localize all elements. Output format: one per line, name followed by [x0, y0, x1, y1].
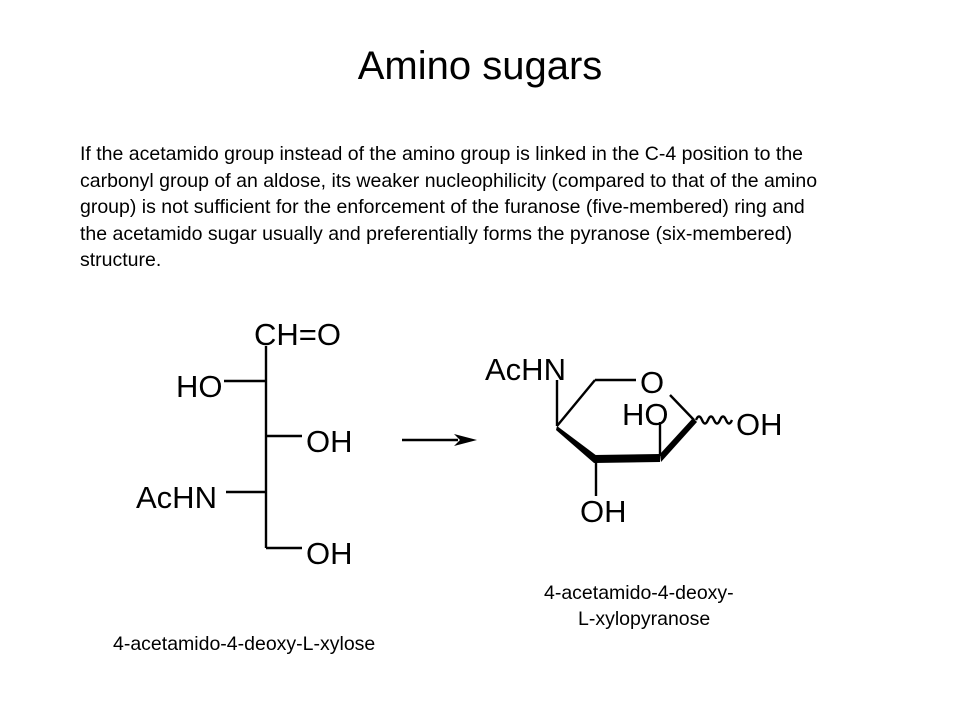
pyranose-achn-label: AcHN	[485, 352, 566, 387]
body-paragraph: If the acetamido group instead of the am…	[80, 143, 818, 271]
pyranose-structure: AcHN O HO OH OH 4-acetamido-4-deoxy- L-x…	[485, 352, 783, 630]
slide-title: Amino sugars	[357, 44, 603, 88]
open-chain-structure: CH=O HO OH AcHN OH 4-acetamido-4-deoxy-L…	[113, 317, 375, 655]
c3-oh-label: OH	[306, 424, 353, 459]
reaction-arrow	[402, 434, 477, 446]
ring-bond-c4-c3-bold	[556, 426, 597, 463]
arrow-head	[454, 434, 477, 446]
pyranose-name-line1: 4-acetamido-4-deoxy-	[544, 582, 734, 604]
ring-oxygen-label: O	[640, 365, 664, 400]
aldehyde-label: CH=O	[254, 317, 341, 352]
ring-bond-o-c1	[669, 394, 695, 421]
anomeric-oh-label: OH	[736, 407, 783, 442]
ring-bond-c3-c2-bold	[594, 454, 660, 463]
c5-oh-label: OH	[306, 536, 353, 571]
pyranose-oh-bottom-label: OH	[580, 494, 627, 529]
anomeric-wavy-bond	[694, 415, 734, 425]
c4-achn-label: AcHN	[136, 480, 217, 515]
c2-ho-label: HO	[176, 369, 223, 404]
pyranose-name-line2: L-xylopyranose	[578, 608, 710, 630]
pyranose-ho-label: HO	[622, 397, 669, 432]
ring-bond-c2-c1-bold	[660, 418, 697, 462]
ring-bond-c4-c5	[556, 379, 596, 427]
open-chain-name: 4-acetamido-4-deoxy-L-xylose	[113, 633, 375, 655]
